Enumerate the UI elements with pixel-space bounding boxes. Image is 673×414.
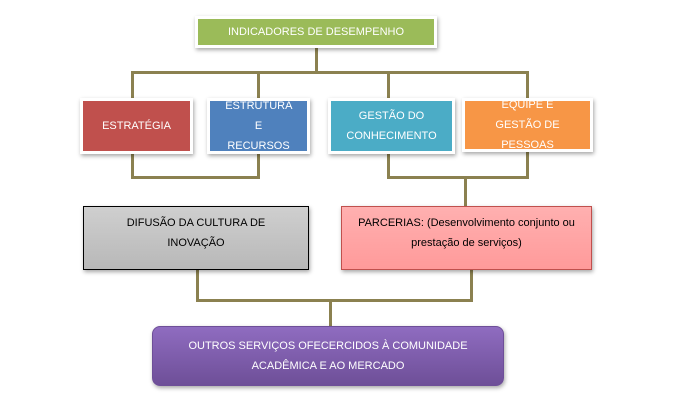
connector <box>257 71 260 103</box>
connector <box>196 299 473 302</box>
connector <box>131 150 134 179</box>
parcerias-box: PARCERIAS: (Desenvolvimento conjunto ou … <box>341 206 592 270</box>
box-label: ESTRUTURA E RECURSOS <box>225 100 293 152</box>
box-label: OUTROS SERVIÇOS OFECERCIDOS À COMUNIDADE… <box>188 340 468 372</box>
box-label: ESTRATÉGIA <box>102 120 171 132</box>
connector <box>131 71 529 74</box>
connector <box>131 71 134 103</box>
outros-servicos-box: OUTROS SERVIÇOS OFECERCIDOS À COMUNIDADE… <box>152 326 504 386</box>
connector <box>464 176 467 208</box>
indicadores-box: INDICADORES DE DESEMPENHO <box>195 16 437 48</box>
connector <box>526 150 529 179</box>
gestao-conhecimento-box: GESTÃO DO CONHECIMENTO <box>328 98 455 154</box>
connector <box>387 176 529 179</box>
box-label: DIFUSÃO DA CULTURA DE INOVAÇÃO <box>126 217 266 249</box>
connector <box>470 270 473 302</box>
box-label: PARCERIAS: (Desenvolvimento conjunto ou … <box>358 217 575 249</box>
box-label: GESTÃO DO CONHECIMENTO <box>346 110 437 142</box>
box-label: EQUIPE E GESTÃO DE PESSOAS <box>495 99 560 151</box>
box-label: INDICADORES DE DESEMPENHO <box>227 26 405 38</box>
difusao-box: DIFUSÃO DA CULTURA DE INOVAÇÃO <box>83 206 309 270</box>
estrategia-box: ESTRATÉGIA <box>80 98 193 154</box>
connector <box>196 270 199 302</box>
connector <box>131 176 260 179</box>
estrutura-box: ESTRUTURA E RECURSOS <box>207 98 310 154</box>
connector <box>315 45 318 73</box>
connector <box>257 150 260 179</box>
equipe-box: EQUIPE E GESTÃO DE PESSOAS <box>462 98 593 152</box>
connector <box>387 150 390 179</box>
connector <box>329 299 332 327</box>
connector <box>526 71 529 103</box>
connector <box>387 71 390 103</box>
